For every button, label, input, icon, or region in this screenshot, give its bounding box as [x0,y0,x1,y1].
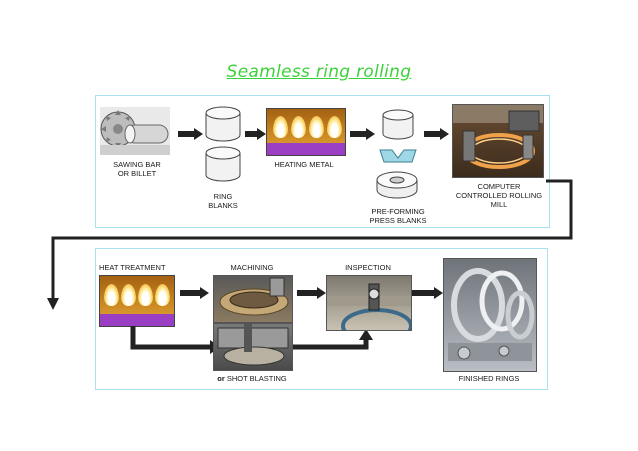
machining-photo [213,275,293,323]
rolling-mill-photo [452,104,544,178]
arrow-heat-to-machining [180,287,209,299]
label-sawing: SAWING BAR OR BILLET [113,160,161,178]
flame-icon [327,116,342,138]
preformed-ring-illustration [376,171,418,199]
flame-icon [309,116,324,138]
finished-rings-photo [443,258,537,372]
arrow-blanks-to-heating [245,128,266,140]
label-preforming: PRE-FORMING PRESS BLANKS [369,207,427,225]
heating-metal-illustration [266,108,346,156]
ring-blank-bottom-illustration [205,146,241,182]
label-ring-blanks: RING BLANKS [208,192,238,210]
label-heat-treatment: HEAT TREATMENT [99,263,166,272]
label-shot-blasting-text: SHOT BLASTING [226,374,287,383]
label-shot-blasting-or: or [217,374,225,383]
arrow-saw-to-blanks [178,128,203,140]
flame-icon [121,284,136,306]
flame-icon [155,284,170,306]
preform-cylinder-illustration [382,109,414,140]
label-rolling-mill: COMPUTER CONTROLLED ROLLING MILL [455,182,543,209]
arrow-machining-to-inspection [297,287,326,299]
arrow-inspection-to-finished [412,287,443,299]
inspection-photo [326,275,412,331]
sawing-illustration [100,107,170,155]
flame-icon [138,284,153,306]
label-machining: MACHINING [230,263,274,272]
heater-base [267,143,345,155]
flame-icon [104,284,119,306]
arrow-heating-to-preforming [350,128,375,140]
press-die-illustration [379,149,417,163]
label-heating-metal: HEATING METAL [274,160,334,169]
arrow-preforming-to-mill [424,128,449,140]
diagram-title: Seamless ring rolling [226,62,412,82]
ring-blank-top-illustration [205,106,241,142]
heat-treatment-illustration [99,275,175,327]
flame-icon [273,116,288,138]
heater-base [100,314,174,326]
label-shot-blasting: or SHOT BLASTING [210,374,294,383]
shot-blasting-photo [213,323,293,371]
label-inspection: INSPECTION [345,263,391,272]
flame-icon [291,116,306,138]
label-finished-rings: FINISHED RINGS [458,374,520,383]
